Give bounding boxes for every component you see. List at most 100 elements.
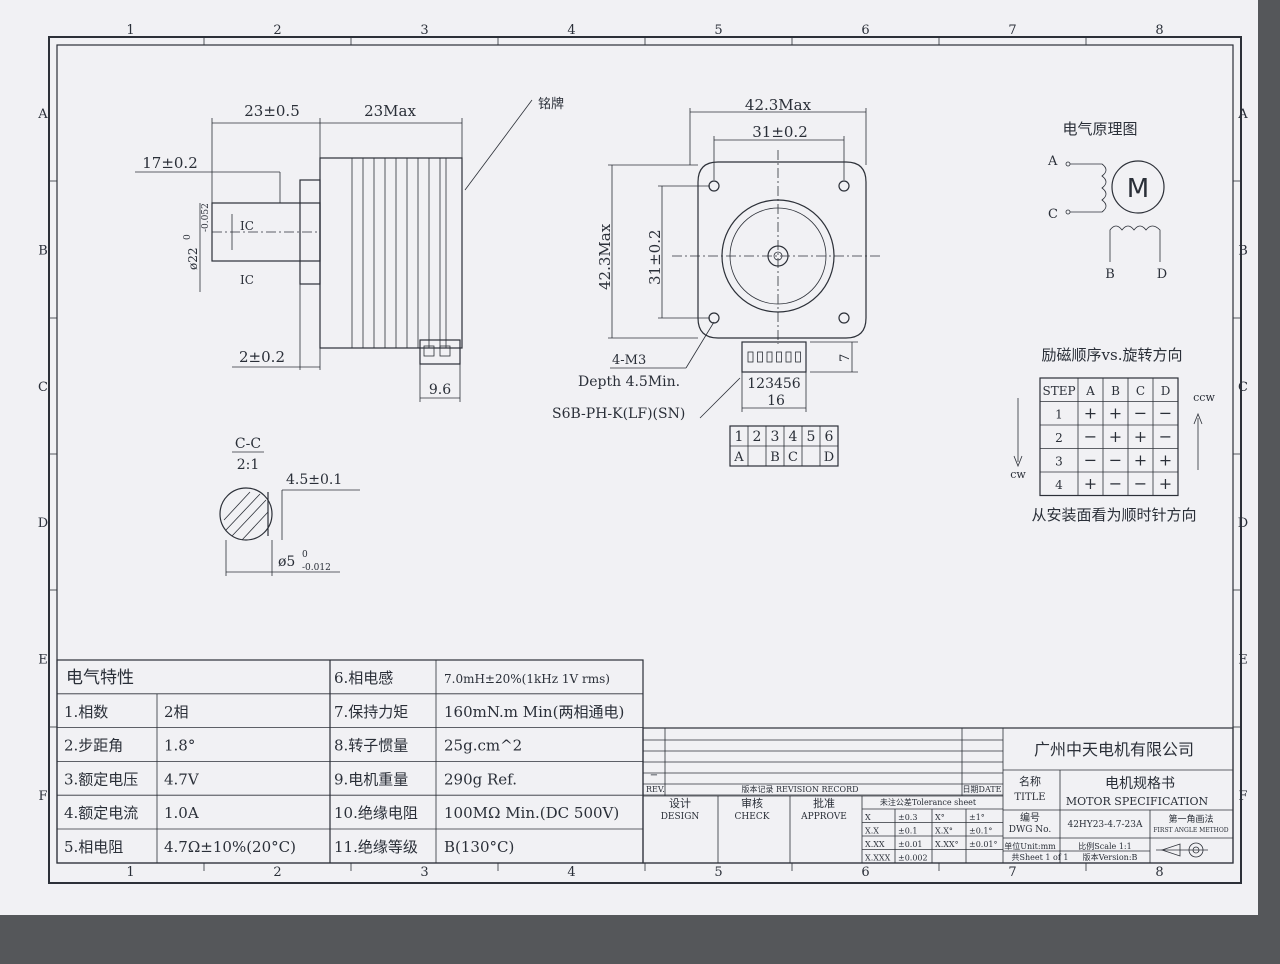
tolerance-cell: X: [865, 813, 871, 822]
dwg-label-en: DWG No.: [1009, 825, 1052, 835]
pin-number: 6: [825, 429, 834, 445]
spec-header: 电气特性: [66, 668, 134, 688]
motor-symbol: [1111, 160, 1165, 214]
version: 版本Version:B: [1083, 852, 1138, 862]
zone-row-C: C: [38, 380, 48, 395]
pin-number: 1: [735, 429, 744, 445]
tolerance-cell: ±1°: [969, 813, 985, 822]
step-number: 2: [1055, 431, 1063, 445]
tolerance-cell: X.XXX: [865, 854, 891, 863]
spec-label: 5.相电阻: [64, 838, 123, 856]
step-number: 3: [1055, 455, 1063, 469]
step-header: C: [1136, 384, 1145, 398]
spec-label: 8.转子惯量: [334, 737, 408, 755]
tolerance-cell: X.X: [865, 827, 879, 836]
cw-label: cw: [1010, 468, 1026, 481]
title-label: TITLE: [1014, 792, 1045, 803]
zone-ticks: [49, 37, 1241, 871]
schematic-title: 电气原理图: [1062, 120, 1137, 138]
zone-col-bottom-7: 7: [1008, 865, 1016, 880]
spec-label: 4.额定电流: [64, 804, 138, 822]
scale: 比例Scale 1:1: [1078, 841, 1131, 851]
zone-col-6: 6: [861, 23, 869, 38]
zone-row-right-C: C: [1238, 380, 1248, 395]
zone-row-D: D: [38, 516, 48, 531]
dim-flange-height: 42.3Max: [596, 223, 614, 290]
tolerance-cell: ±0.01: [898, 840, 923, 849]
section-mark-bottom: IC: [240, 273, 254, 287]
pin-phase: A: [733, 450, 744, 465]
paper-sheet: [0, 0, 1258, 915]
dim-connector: 9.6: [429, 382, 451, 398]
shaft-diameter: ø22: [186, 248, 200, 271]
pin-number: 5: [807, 429, 816, 445]
connector-pin-numbers: 123456: [747, 376, 801, 392]
check-label-en: CHECK: [735, 812, 770, 822]
section-dim-diameter: ø5: [278, 554, 295, 570]
step-polarity: −: [1109, 451, 1122, 470]
check-label: 审核: [741, 796, 763, 810]
approve-label-en: APPROVE: [800, 812, 847, 822]
front-view: 42.3Max 31±0.2 42.3Max 31±0.2 4-M3 Depth…: [552, 96, 880, 422]
tolerance-cell: ±0.1°: [969, 827, 992, 836]
pin-number: 4: [789, 429, 798, 445]
flange-outline: [697, 161, 867, 339]
step-header: A: [1085, 384, 1095, 398]
pin-number: 3: [771, 429, 780, 445]
section-view: C-C 2:1 4.5±0.1 ø5 0 -0.012: [219, 436, 360, 576]
section-tol-upper: 0: [302, 550, 308, 560]
spec-label: 2.步距角: [64, 737, 123, 755]
step-polarity: +: [1109, 427, 1122, 446]
doc-title-en: MOTOR SPECIFICATION: [1066, 795, 1209, 808]
step-polarity: −: [1084, 427, 1097, 446]
lead-d: D: [1157, 267, 1167, 282]
side-view: 23±0.5 23Max 17±0.2 铭牌 2±0.2 9.6 ø22 0 -…: [135, 96, 564, 402]
spec-value: 7.0mH±20%(1kHz 1V rms): [444, 672, 610, 686]
step-polarity: +: [1084, 404, 1097, 423]
step-polarity: +: [1134, 427, 1147, 446]
spec-value: 1.0A: [164, 804, 199, 822]
projection-en: FIRST ANGLE METHOD: [1153, 827, 1228, 834]
dim-flat-length: 17±0.2: [142, 154, 198, 172]
dim-flange-width: 42.3Max: [745, 96, 812, 114]
lead-c: C: [1048, 207, 1058, 222]
spec-label: 7.保持力矩: [334, 703, 408, 721]
coil-ac: [1070, 163, 1107, 213]
zone-row-right-F: F: [1238, 789, 1247, 804]
rotation-note: 从安装面看为顺时针方向: [1031, 506, 1196, 524]
zone-col-8: 8: [1155, 23, 1163, 38]
spec-value: B(130°C): [444, 838, 514, 856]
rev-dash: −: [650, 770, 658, 781]
tolerance-cell: X.XX°: [935, 840, 959, 849]
nameplate-leader: [464, 99, 533, 191]
pin-phase: C: [788, 450, 798, 465]
name-label: 名称: [1019, 774, 1041, 788]
zone-col-bottom-3: 3: [420, 865, 428, 880]
zone-col-bottom-6: 6: [861, 865, 869, 880]
zone-row-A: A: [37, 107, 48, 122]
spec-label: 11.绝缘等级: [334, 838, 418, 856]
pin-phase: B: [770, 450, 780, 465]
section-dim-flat: 4.5±0.1: [286, 472, 342, 488]
section-hatch: [223, 491, 269, 541]
spec-label: 1.相数: [64, 703, 108, 721]
tolerance-cell: ±0.3: [898, 813, 917, 822]
dim-hole-spacing-v: 31±0.2: [646, 229, 664, 285]
tolerance-cell: X°: [935, 813, 945, 822]
design-label: 设计: [669, 797, 691, 810]
spec-value: 4.7Ω±10%(20°C): [164, 838, 296, 856]
zone-row-F: F: [38, 789, 47, 804]
spec-value: 4.7V: [164, 770, 200, 788]
step-polarity: −: [1084, 451, 1097, 470]
tolerance-cell: X.XX: [865, 840, 885, 849]
spec-label: 6.相电感: [334, 669, 393, 687]
zone-col-bottom-5: 5: [714, 865, 722, 880]
spec-value: 100MΩ Min.(DC 500V): [444, 804, 619, 822]
spec-value: 290g Ref.: [444, 770, 517, 788]
connector-pins: [747, 351, 801, 363]
zone-row-right-D: D: [1238, 516, 1248, 531]
dwg-label: 编号: [1020, 811, 1040, 824]
